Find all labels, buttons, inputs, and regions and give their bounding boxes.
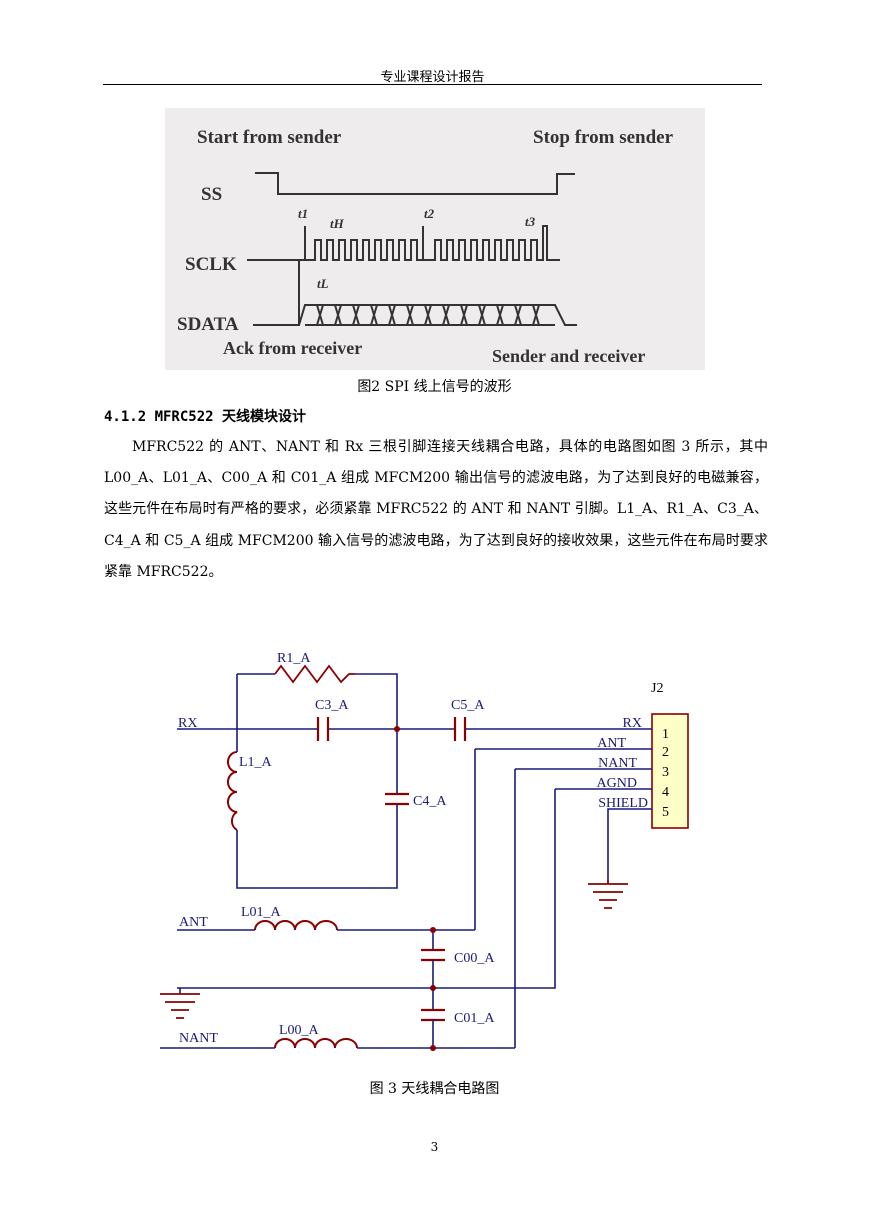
pin-num-4: 4 xyxy=(662,785,669,800)
page-header: 专业课程设计报告 xyxy=(380,70,485,85)
pin-num-1: 1 xyxy=(662,727,669,742)
sclk-label: SCLK xyxy=(185,254,237,275)
inductor-l01 xyxy=(254,920,338,931)
label-c5: C5_A xyxy=(451,698,485,713)
label-c4: C4_A xyxy=(413,794,447,809)
header-rule xyxy=(103,84,762,85)
label-rx-input: RX xyxy=(178,716,197,731)
ss-waveform xyxy=(255,172,575,195)
stop-label: Stop from sender xyxy=(533,127,674,148)
r1-wires xyxy=(236,673,398,729)
pin-name-3: NANT xyxy=(598,756,637,771)
capacitor-c3 xyxy=(316,717,330,741)
tl-label: tL xyxy=(317,276,329,291)
ground-symbol-left xyxy=(160,993,200,1019)
sdata-label: SDATA xyxy=(177,314,239,335)
sdata-marker xyxy=(253,260,300,326)
label-c3: C3_A xyxy=(315,698,349,713)
label-c00: C00_A xyxy=(454,951,495,966)
pin-name-1: RX xyxy=(623,716,642,731)
sdata-envelope-top xyxy=(298,304,577,326)
spi-waveform-figure: Start from sender Stop from sender SS SC… xyxy=(165,108,705,370)
l1-c4-wires xyxy=(236,729,398,889)
connector-j2 xyxy=(651,713,689,829)
t2-label: t2 xyxy=(424,206,435,221)
capacitor-c01 xyxy=(421,1008,445,1022)
pin-name-2: ANT xyxy=(597,736,626,751)
nant-wire xyxy=(455,769,516,1049)
label-l00: L00_A xyxy=(279,1023,320,1038)
t3-label: t3 xyxy=(525,214,536,229)
figure3-caption: 图 3 天线耦合电路图 xyxy=(369,1081,500,1097)
ant-wire xyxy=(433,749,476,931)
body-paragraph: MFRC522 的 ANT、NANT 和 Rx 三根引脚连接天线耦合电路，具体的… xyxy=(104,432,768,588)
spi-waveform-diagram: Start from sender Stop from sender SS SC… xyxy=(177,127,674,366)
sclk-waveform xyxy=(247,225,560,261)
ack-label: Ack from receiver xyxy=(223,338,362,358)
agnd-wire xyxy=(177,789,556,989)
label-c01: C01_A xyxy=(454,1011,495,1026)
inductor-l00 xyxy=(274,1038,358,1049)
pin-name-5: SHIELD xyxy=(598,796,648,811)
ground-symbol-right xyxy=(588,880,628,909)
antenna-circuit-diagram: R1_A C3_A C5_A RX L1_A C4_A ANT L01_A C0… xyxy=(160,651,689,1051)
label-r1: R1_A xyxy=(277,651,311,666)
capacitor-c00 xyxy=(421,948,445,962)
capacitor-c4 xyxy=(385,792,409,806)
antenna-circuit-figure: R1_A C3_A C5_A RX L1_A C4_A ANT L01_A C0… xyxy=(155,640,715,1080)
label-l01: L01_A xyxy=(241,905,282,920)
label-l1: L1_A xyxy=(239,755,273,770)
connector-wires xyxy=(475,748,648,880)
start-label: Start from sender xyxy=(197,127,342,148)
section-title: 4.1.2 MFRC522 天线模块设计 xyxy=(104,409,307,425)
pin-num-5: 5 xyxy=(662,805,669,820)
pin-num-2: 2 xyxy=(662,745,669,760)
label-ant-input: ANT xyxy=(179,915,208,930)
label-j2: J2 xyxy=(651,681,663,696)
pin-name-4: AGND xyxy=(597,776,637,791)
capacitor-c5 xyxy=(453,717,467,741)
t1-label: t1 xyxy=(298,206,308,221)
th-label: tH xyxy=(330,216,345,231)
figure2-caption: 图2 SPI 线上信号的波形 xyxy=(357,379,512,395)
paragraph-text: MFRC522 的 ANT、NANT 和 Rx 三根引脚连接天线耦合电路，具体的… xyxy=(104,439,768,580)
inductor-l1 xyxy=(227,751,238,831)
label-nant-input: NANT xyxy=(179,1031,218,1046)
page-number: 3 xyxy=(430,1140,439,1154)
resistor-r1 xyxy=(274,664,355,684)
ss-label: SS xyxy=(201,184,222,205)
sender-receiver-label: Sender and receiver xyxy=(492,346,645,366)
sdata-bits xyxy=(316,304,540,326)
pin-num-3: 3 xyxy=(662,765,669,780)
